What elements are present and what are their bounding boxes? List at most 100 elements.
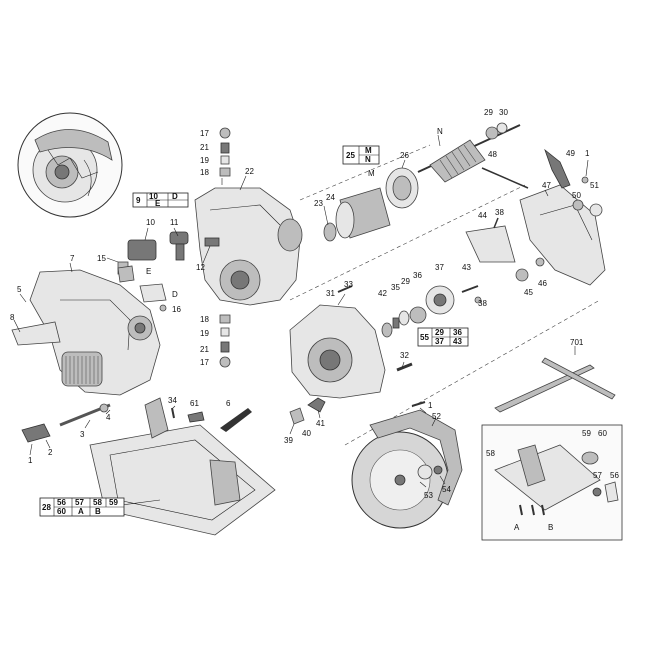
box55-cell-3: 36 <box>453 328 462 337</box>
callout-M: M <box>368 169 375 178</box>
base-plate <box>21 397 276 536</box>
box28-cell-3: 57 <box>75 498 84 507</box>
callout-22: 22 <box>245 167 254 176</box>
callout-21-bottom: 21 <box>200 345 209 354</box>
callout-44: 44 <box>478 211 487 220</box>
callout-57: 57 <box>593 471 602 480</box>
callout-18-top: 18 <box>200 168 209 177</box>
callout-46: 46 <box>538 279 547 288</box>
callout-23: 23 <box>314 199 323 208</box>
callout-2: 2 <box>48 448 53 457</box>
callout-16: 16 <box>172 305 181 314</box>
box9-cell-2: 10 <box>149 192 158 201</box>
callout-17-top: 17 <box>200 129 209 138</box>
callout-35: 35 <box>391 283 400 292</box>
callout-51: 51 <box>590 181 599 190</box>
callout-N: N <box>437 127 443 136</box>
callout-30: 30 <box>499 108 508 117</box>
callout-8: 8 <box>10 313 15 322</box>
callout-24: 24 <box>326 193 335 202</box>
box28-cell-8: B <box>95 507 101 516</box>
callout-29-top: 29 <box>484 108 493 117</box>
box25-cell-1: 25 <box>346 151 355 160</box>
detail-inset-circle <box>17 112 123 218</box>
box28-cell-1: 28 <box>42 503 51 512</box>
callout-box-55: 55 29 36 37 43 <box>417 327 469 347</box>
armature <box>417 122 529 189</box>
callout-19-top: 19 <box>200 156 209 165</box>
switch-parts <box>117 231 189 312</box>
callout-15: 15 <box>97 254 106 263</box>
saw-blade-assembly <box>351 401 463 529</box>
box28-cell-7: A <box>78 507 84 516</box>
blade-guard <box>465 148 606 286</box>
callout-47: 47 <box>542 181 551 190</box>
callout-60: 60 <box>598 429 607 438</box>
callout-58: 58 <box>486 449 495 458</box>
callout-7: 7 <box>70 254 75 263</box>
box28-cell-4: 58 <box>93 498 102 507</box>
callout-19-bottom: 19 <box>200 329 209 338</box>
leader-lines <box>13 134 589 506</box>
callout-4: 4 <box>106 413 111 422</box>
callout-36: 36 <box>413 271 422 280</box>
callout-26: 26 <box>400 151 409 160</box>
callout-31: 31 <box>326 289 335 298</box>
box28-cell-6: 60 <box>57 507 66 516</box>
field-assembly <box>323 167 419 242</box>
callout-1-blade: 1 <box>428 401 433 410</box>
callout-21-top: 21 <box>200 143 209 152</box>
callout-61: 61 <box>190 399 199 408</box>
brush-parts-top <box>219 127 231 177</box>
callout-box-28: 28 56 57 58 59 60 A B <box>39 497 125 517</box>
callout-box-25: 25 M N <box>342 145 380 165</box>
callout-54: 54 <box>442 485 451 494</box>
callout-38-top: 38 <box>495 208 504 217</box>
callout-17-bottom: 17 <box>200 358 209 367</box>
part-callouts: 5 8 7 15 10 11 E D 16 12 17 21 19 18 22 … <box>10 108 619 532</box>
callout-34: 34 <box>168 396 177 405</box>
callout-6: 6 <box>226 399 231 408</box>
callout-32: 32 <box>400 351 409 360</box>
callout-B: B <box>548 523 553 532</box>
callout-box-9: 9 10 D E <box>132 192 189 208</box>
callout-33: 33 <box>344 280 353 289</box>
box28-cell-2: 56 <box>57 498 66 507</box>
callout-42: 42 <box>378 289 387 298</box>
callout-12: 12 <box>196 263 205 272</box>
callout-41: 41 <box>316 419 325 428</box>
callout-37: 37 <box>435 263 444 272</box>
gear-case <box>289 285 413 399</box>
box55-cell-1: 55 <box>420 333 429 342</box>
callout-A: A <box>514 523 520 532</box>
callout-49: 49 <box>566 149 575 158</box>
gear-train <box>381 217 499 338</box>
callout-43: 43 <box>462 263 471 272</box>
callout-1-top-right: 1 <box>585 149 590 158</box>
box55-cell-5: 43 <box>453 337 462 346</box>
box55-cell-4: 37 <box>435 337 444 346</box>
callout-701: 701 <box>570 338 584 347</box>
callout-40: 40 <box>302 429 311 438</box>
box25-cell-3: N <box>365 155 371 164</box>
box28-cell-5: 59 <box>109 498 118 507</box>
callout-50: 50 <box>572 191 581 200</box>
brush-parts-bottom <box>219 314 231 368</box>
box9-cell-1: 9 <box>136 196 141 205</box>
box55-cell-2: 29 <box>435 328 444 337</box>
callout-59: 59 <box>582 429 591 438</box>
box9-cell-4: E <box>155 199 161 208</box>
callout-56: 56 <box>610 471 619 480</box>
box25-cell-2: M <box>365 146 372 155</box>
callout-39: 39 <box>284 436 293 445</box>
callout-52: 52 <box>432 412 441 421</box>
callout-45: 45 <box>524 288 533 297</box>
callout-29-mid: 29 <box>401 277 410 286</box>
detail-inset-box <box>481 424 623 541</box>
callout-11: 11 <box>170 218 179 227</box>
box9-cell-3: D <box>172 192 178 201</box>
callout-10: 10 <box>146 218 155 227</box>
rip-fence <box>494 357 616 413</box>
callout-D: D <box>172 290 178 299</box>
